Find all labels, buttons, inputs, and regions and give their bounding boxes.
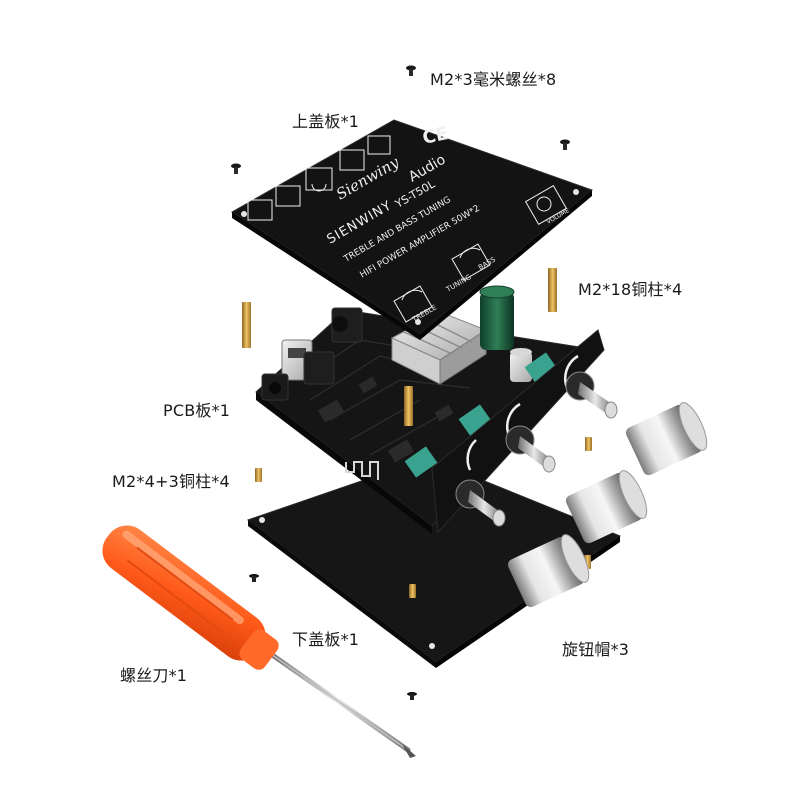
screw-icon (231, 65, 570, 174)
bottom-cover-label: 下盖板*1 (292, 630, 360, 649)
screws-label: M2*3毫米螺丝*8 (430, 70, 557, 89)
ce-mark: CE (421, 123, 450, 149)
standoff-4-label: M2*4+3铜柱*4 (112, 472, 230, 491)
screwdriver-icon (102, 525, 416, 758)
knob-cap-icon (507, 402, 708, 608)
standoff-18-label: M2*18铜柱*4 (578, 280, 683, 299)
knob-caps-label: 旋钮帽*3 (562, 640, 630, 659)
small-standoff-icon (255, 437, 592, 598)
pcb-label: PCB板*1 (163, 401, 231, 420)
bottom-screw-icon (249, 574, 417, 700)
top-cover-label: 上盖板*1 (292, 112, 360, 131)
potentiometer-icon (455, 371, 618, 527)
tall-standoff-icon (242, 268, 557, 426)
screwdriver-label: 螺丝刀*1 (120, 666, 188, 685)
top-cover-plate: CE Sienwiny Audio SIENWINY YS-T50L TREBL… (231, 119, 593, 340)
